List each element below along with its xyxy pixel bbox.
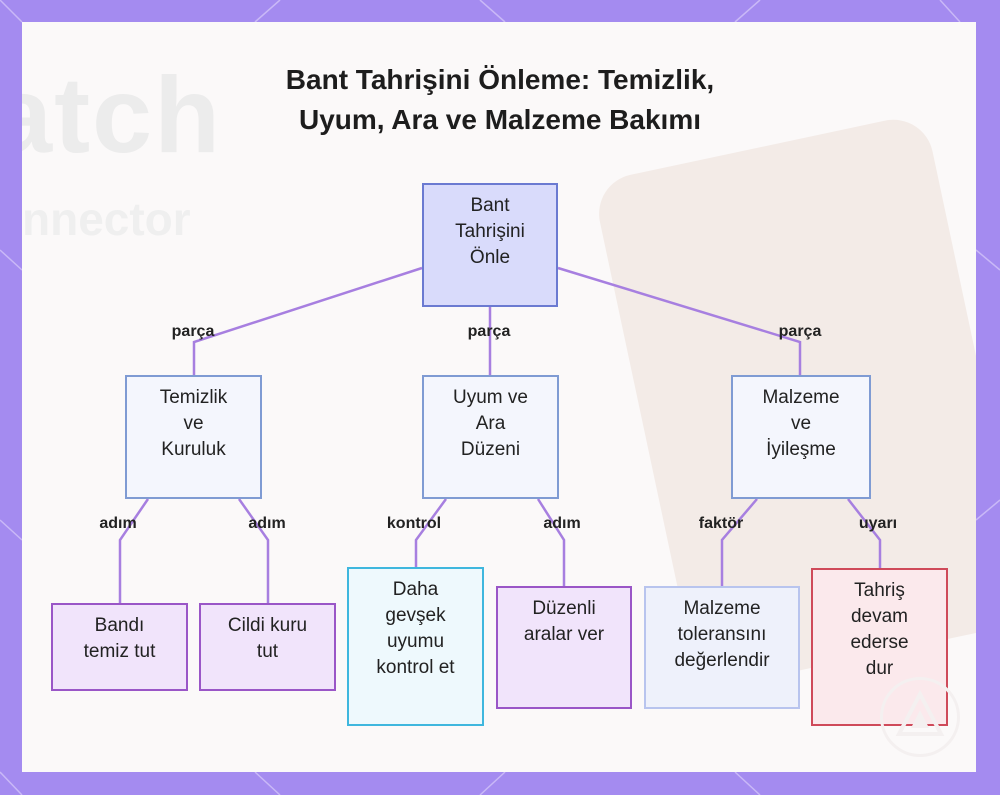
watermark-logo-icon — [880, 677, 960, 757]
edge-root-material — [557, 266, 802, 375]
background-watermark-subtext: nnector — [22, 193, 191, 245]
edge-label-material-tolerance: faktör — [698, 515, 744, 532]
edge-label-fit-breaks: adım — [543, 515, 581, 532]
node-root: Bant Tahrişini Önle — [422, 183, 558, 307]
node-evaluate-tolerance: Malzeme toleransını değerlendir — [644, 586, 800, 709]
title-line-1: Bant Tahrişini Önleme: Temizlik, — [285, 64, 715, 95]
edge-material-tolerance — [720, 498, 758, 586]
node-stop-if-continues: Tahriş devam ederse dur — [811, 568, 948, 726]
edge-cleaning-skin — [237, 498, 270, 603]
node-cleaning: Temizlik ve Kuruluk — [125, 375, 262, 499]
node-keep-tape-clean: Bandı temiz tut — [51, 603, 188, 691]
edge-label-cleaning-tape: adım — [99, 515, 137, 532]
edge-fit-check — [414, 498, 448, 567]
background-watermark-text: atch — [22, 54, 223, 175]
edge-label-material-stop: uyarı — [858, 515, 898, 532]
edge-root-cleaning — [192, 266, 423, 375]
edge-fit-breaks — [536, 498, 566, 586]
node-keep-skin-dry: Cildi kuru tut — [199, 603, 336, 691]
node-material: Malzeme ve İyileşme — [731, 375, 871, 499]
edge-label-root-cleaning: parça — [171, 323, 215, 340]
title-line-2: Uyum, Ara ve Malzeme Bakımı — [298, 104, 702, 135]
edge-label-cleaning-skin: adım — [248, 515, 286, 532]
node-fit: Uyum ve Ara Düzeni — [422, 375, 559, 499]
node-give-breaks: Düzenli aralar ver — [496, 586, 632, 709]
edge-cleaning-tape — [118, 498, 150, 603]
edge-label-fit-check: kontrol — [386, 515, 442, 532]
edge-material-stop — [847, 498, 882, 568]
edge-label-root-material: parça — [778, 323, 822, 340]
diagram-title: Bant Tahrişini Önleme: Temizlik, Uyum, A… — [0, 60, 1000, 140]
node-check-loose-fit: Daha gevşek uyumu kontrol et — [347, 567, 484, 726]
edge-label-root-fit: parça — [467, 323, 511, 340]
